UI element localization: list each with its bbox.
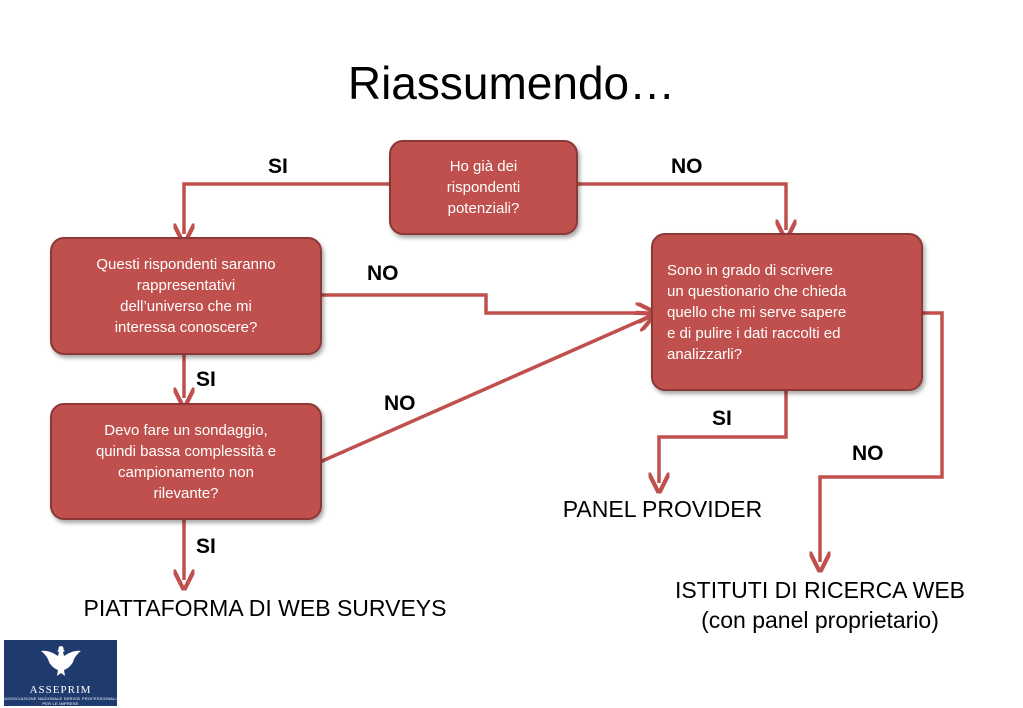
decision-text: Questi rispondenti saranno rappresentati…: [96, 256, 276, 336]
outcome-web-survey-platform: PIATTAFORMA DI WEB SURVEYS: [83, 595, 447, 621]
decision-survey-complexity: Devo fare un sondaggio, quindi bassa com…: [50, 403, 322, 520]
label-si-top: SI: [268, 155, 288, 178]
decision-representative: Questi rispondenti saranno rappresentati…: [50, 237, 322, 355]
label-si-q3: SI: [196, 535, 216, 558]
decision-text: Ho già dei rispondenti potenziali?: [446, 158, 521, 217]
label-no-q3: NO: [384, 392, 416, 415]
decision-existing-respondents: Ho già dei rispondenti potenziali?: [389, 140, 578, 235]
decision-text: Devo fare un sondaggio, quindi bassa com…: [95, 421, 277, 502]
arrow-q2-no: [320, 293, 646, 313]
logo-name: ASSEPRIM: [29, 684, 92, 696]
arrow-q1-si: [184, 182, 390, 234]
label-no-q4: NO: [852, 442, 884, 465]
eagle-icon: [41, 646, 81, 676]
outcome-panel-provider: PANEL PROVIDER: [562, 496, 763, 522]
label-si-q2: SI: [196, 368, 216, 391]
arrow-q1-no: [577, 182, 786, 230]
arrow-q4-no: [820, 311, 944, 562]
arrow-q4-si: [659, 390, 788, 483]
slide-title: Riassumendo…: [347, 57, 676, 109]
label-no-top: NO: [671, 155, 703, 178]
logo-tagline: ASSOCIAZIONE NAZIONALE SERVIZI PROFESSIO…: [4, 696, 117, 706]
asseprim-logo: ASSEPRIM ASSOCIAZIONE NAZIONALE SERVIZI …: [4, 640, 117, 706]
arrow-q3-no: [319, 318, 646, 464]
label-si-q4: SI: [712, 407, 732, 430]
outcome-web-research-institutes: ISTITUTI DI RICERCA WEB (con panel propr…: [674, 577, 966, 633]
decision-write-questionnaire: Sono in grado di scrivere un questionari…: [651, 233, 923, 391]
label-no-q2: NO: [367, 262, 399, 285]
decision-text: Sono in grado di scrivere un questionari…: [667, 261, 847, 363]
